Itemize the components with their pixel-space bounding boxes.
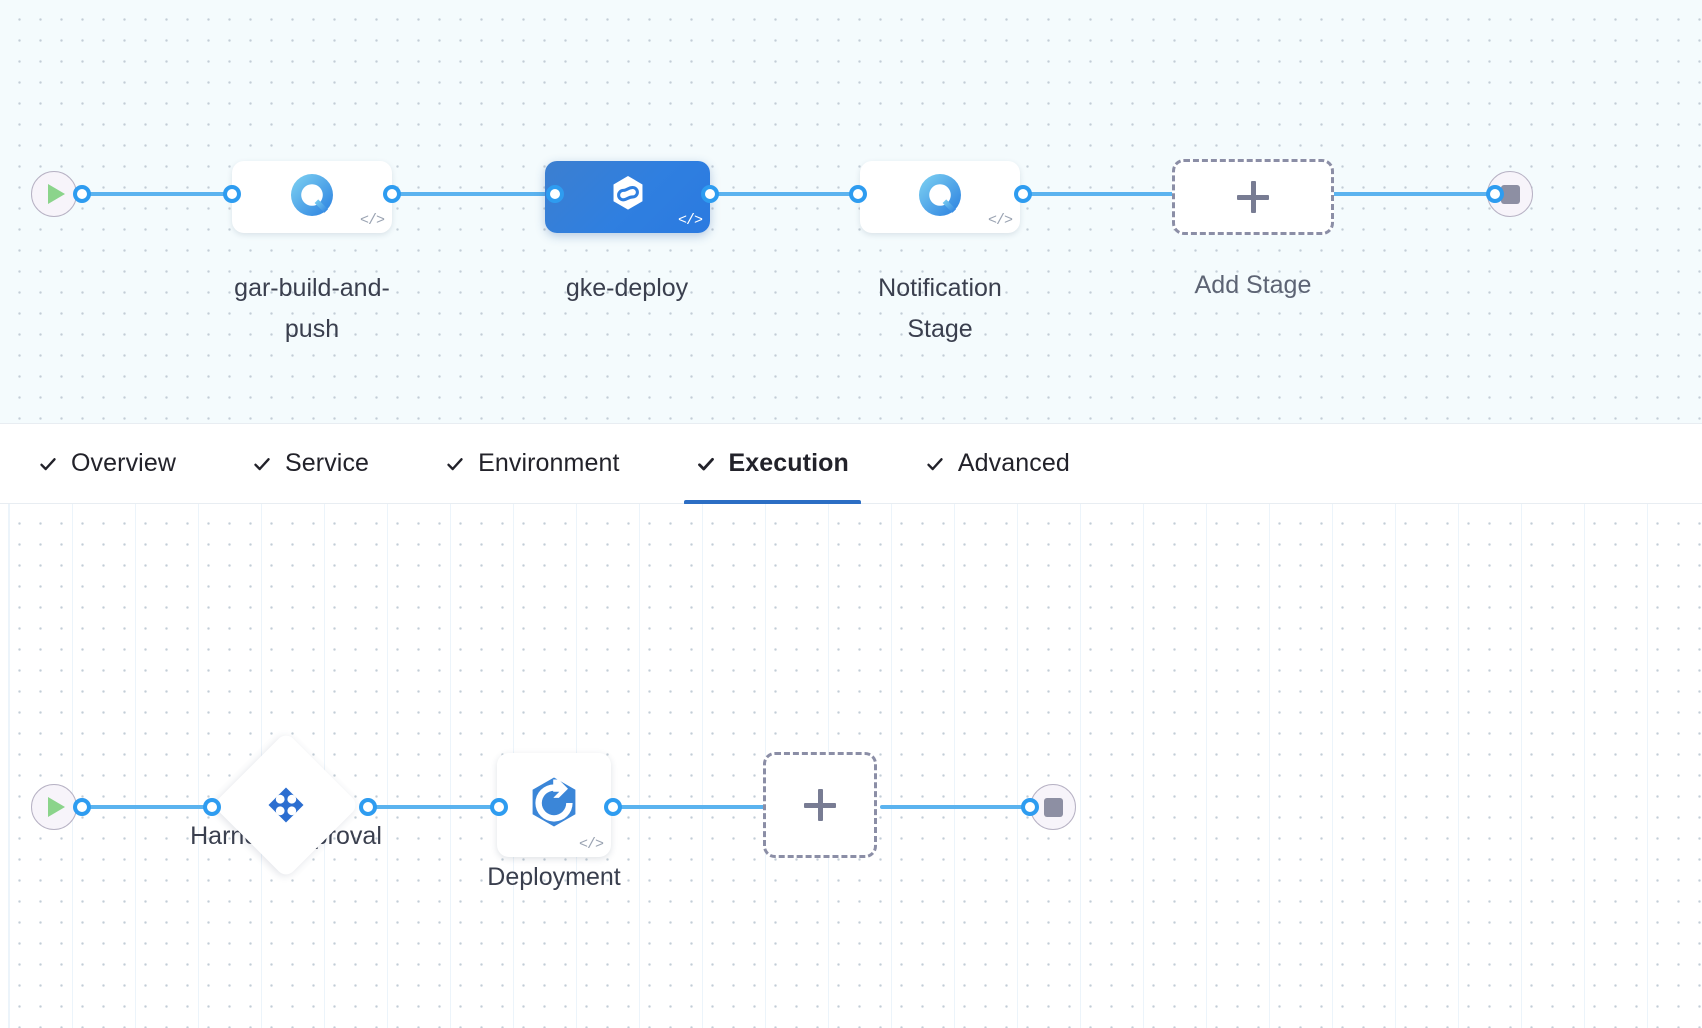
execution-start-node[interactable] <box>31 784 77 830</box>
ci-build-icon <box>288 171 336 224</box>
tab-advanced[interactable]: Advanced <box>887 424 1108 504</box>
tab-label-service: Service <box>285 449 370 477</box>
tab-environment[interactable]: Environment <box>407 424 657 504</box>
tab-overview[interactable]: Overview <box>0 424 214 504</box>
check-icon <box>445 454 465 474</box>
code-glyph-icon: </> <box>359 212 385 229</box>
execution-canvas[interactable]: HarnessApproval </> Rollout Deployment A… <box>0 504 1702 1028</box>
tab-service[interactable]: Service <box>214 424 407 504</box>
stage-port-deploy-in[interactable] <box>546 185 564 203</box>
stage-port-start-out[interactable] <box>73 185 91 203</box>
cd-deploy-icon <box>605 172 651 223</box>
kubernetes-rollout-icon <box>523 772 585 839</box>
exec-port-approval-out[interactable] <box>359 798 377 816</box>
stage-link-notif-to-add <box>1016 192 1181 196</box>
stop-icon <box>1500 184 1520 204</box>
stage-link-deploy-to-notif <box>702 192 864 196</box>
stage-label-gar-build-and-push: gar-build-and-push <box>234 274 390 343</box>
exec-link-start-to-approval <box>82 805 226 809</box>
stage-port-build-out[interactable] <box>383 185 401 203</box>
play-icon <box>48 797 65 817</box>
plus-icon <box>1236 180 1270 214</box>
stage-port-notif-in[interactable] <box>849 185 867 203</box>
exec-link-approval-to-rollout <box>368 805 512 809</box>
stage-config-tabbar: Overview Service Environment Execution A <box>0 424 1702 505</box>
stage-link-add-to-end <box>1330 192 1495 196</box>
stage-link-start-to-build <box>82 192 242 196</box>
add-stage-button[interactable] <box>1172 159 1334 235</box>
exec-port-rollout-out[interactable] <box>604 798 622 816</box>
exec-port-end-in[interactable] <box>1021 798 1039 816</box>
stage-port-build-in[interactable] <box>223 185 241 203</box>
exec-link-rollout-to-addstep <box>612 805 782 809</box>
add-step-button[interactable] <box>763 752 877 858</box>
stage-label-gke-deploy: gke-deploy <box>565 274 689 302</box>
check-icon <box>38 454 58 474</box>
stage-card-notification-stage[interactable]: </> <box>860 161 1020 233</box>
check-icon <box>925 454 945 474</box>
exec-link-addstep-to-end <box>880 805 1048 809</box>
stage-canvas[interactable]: </> gar-build-and-push </> gke-deploy <box>0 0 1702 424</box>
stage-port-deploy-out[interactable] <box>701 185 719 203</box>
exec-port-start-out[interactable] <box>73 798 91 816</box>
ci-build-icon <box>916 171 964 224</box>
stage-label-notification-stage: Notification Stage <box>878 274 1002 343</box>
code-glyph-icon: </> <box>987 212 1013 229</box>
add-stage-label: Add Stage <box>1194 271 1312 299</box>
tab-label-advanced: Advanced <box>957 449 1070 477</box>
execution-end-node[interactable] <box>1030 784 1076 830</box>
check-icon <box>252 454 272 474</box>
stage-port-end-in[interactable] <box>1486 185 1504 203</box>
stage-port-notif-out[interactable] <box>1014 185 1032 203</box>
tab-label-execution: Execution <box>728 449 849 477</box>
code-glyph-icon: </> <box>677 212 703 229</box>
stage-link-build-to-deploy <box>392 192 560 196</box>
code-glyph-icon: </> <box>578 836 604 853</box>
step-card-rollout-deployment[interactable]: </> <box>497 753 611 857</box>
stop-icon <box>1043 797 1063 817</box>
exec-port-approval-in[interactable] <box>203 798 221 816</box>
tab-label-overview: Overview <box>71 449 176 477</box>
check-icon <box>696 454 716 474</box>
exec-port-rollout-in[interactable] <box>490 798 508 816</box>
tab-label-environment: Environment <box>478 449 620 477</box>
stage-card-gke-deploy[interactable]: </> <box>545 161 710 233</box>
pipeline-start-node[interactable] <box>31 171 77 217</box>
stage-card-gar-build-and-push[interactable]: </> <box>232 161 392 233</box>
plus-icon <box>803 788 837 822</box>
tab-execution[interactable]: Execution <box>658 424 887 505</box>
play-icon <box>48 184 65 204</box>
